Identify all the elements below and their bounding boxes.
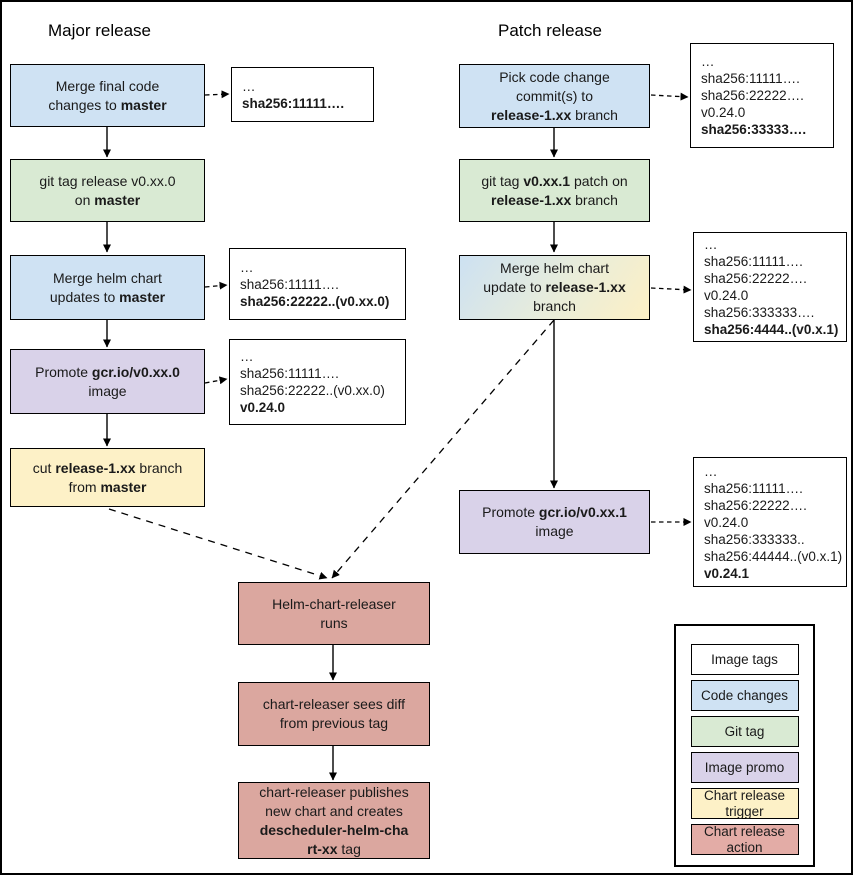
patch-step-git-tag-label: git tag v0.xx.1 patch on release-1.xx br… bbox=[481, 172, 628, 208]
major-step-git-tag: git tag release v0.xx.0 on master bbox=[10, 159, 205, 222]
legend-item-chart-release-action: Chart release action bbox=[690, 823, 799, 855]
major-step-cut-release-branch: cut release-1.xx branch from master bbox=[10, 448, 205, 507]
legend-item-code-changes-label: Code changes bbox=[700, 687, 789, 703]
patch-step-merge-helm-chart: Merge helm chart update to release-1.xx … bbox=[459, 255, 650, 320]
arrow-note-major-3 bbox=[204, 376, 228, 385]
pipeline-step-releaser-runs: Helm-chart-releaser runs bbox=[238, 582, 430, 645]
legend-item-git-tag-label: Git tag bbox=[724, 723, 765, 739]
legend-item-git-tag: Git tag bbox=[690, 716, 799, 747]
note-major-1: …sha256:11111…. bbox=[231, 67, 374, 122]
pipeline-step-publishes-chart-label: chart-releaser publishes new chart and c… bbox=[259, 783, 409, 857]
major-step-merge-helm-chart: Merge helm chart updates to master bbox=[10, 255, 205, 320]
major-step-git-tag-label: git tag release v0.xx.0 on master bbox=[39, 172, 176, 208]
pipeline-step-sees-diff: chart-releaser sees diff from previous t… bbox=[238, 682, 430, 746]
patch-step-pick-commits-label: Pick code change commit(s) to release-1.… bbox=[491, 68, 618, 123]
legend-item-chart-release-trigger-label: Chart release trigger bbox=[703, 787, 786, 819]
legend-item-image-promo-label: Image promo bbox=[704, 759, 785, 775]
arrow-note-major-2 bbox=[204, 281, 228, 290]
legend-item-code-changes: Code changes bbox=[690, 680, 799, 711]
note-major-3: …sha256:11111….sha256:22222..(v0.xx.0)v0… bbox=[229, 339, 406, 425]
arrow-trigger-from-cut-branch bbox=[108, 508, 328, 580]
pipeline-step-releaser-runs-label: Helm-chart-releaser runs bbox=[272, 595, 396, 631]
patch-step-promote-image: Promote gcr.io/v0.xx.1 image bbox=[459, 490, 650, 554]
note-major-1-lines: …sha256:11111…. bbox=[242, 78, 345, 111]
legend-item-image-tags: Image tags bbox=[690, 644, 799, 675]
patch-step-promote-image-label: Promote gcr.io/v0.xx.1 image bbox=[482, 504, 627, 539]
arrow-note-patch-2 bbox=[650, 285, 692, 294]
patch-release-title: Patch release bbox=[498, 21, 602, 40]
major-release-title: Major release bbox=[48, 21, 151, 40]
legend-item-chart-release-action-label: Chart release action bbox=[703, 823, 786, 855]
note-major-2: …sha256:11111….sha256:22222..(v0.xx.0) bbox=[229, 248, 406, 320]
arrow-note-major-1 bbox=[204, 90, 230, 99]
major-step-promote-image-label: Promote gcr.io/v0.xx.0 image bbox=[35, 363, 180, 399]
patch-step-pick-commits: Pick code change commit(s) to release-1.… bbox=[459, 64, 650, 128]
major-step-merge-final-code: Merge final code changes to master bbox=[10, 64, 205, 127]
major-step-cut-release-branch-label: cut release-1.xx branch from master bbox=[32, 459, 183, 495]
major-step-merge-final-code-label: Merge final code changes to master bbox=[48, 77, 167, 113]
legend-item-image-promo: Image promo bbox=[690, 752, 799, 783]
legend-item-image-tags-label: Image tags bbox=[711, 651, 778, 667]
legend-item-chart-release-trigger: Chart release trigger bbox=[690, 787, 799, 819]
patch-step-merge-helm-chart-label: Merge helm chart update to release-1.xx … bbox=[483, 260, 626, 314]
patch-step-git-tag: git tag v0.xx.1 patch on release-1.xx br… bbox=[459, 159, 650, 222]
arrow-note-patch-1 bbox=[650, 92, 689, 101]
note-major-2-lines: …sha256:11111….sha256:22222..(v0.xx.0) bbox=[240, 259, 390, 309]
note-major-3-lines: …sha256:11111….sha256:22222..(v0.xx.0)v0… bbox=[240, 349, 385, 415]
pipeline-step-sees-diff-label: chart-releaser sees diff from previous t… bbox=[262, 696, 406, 731]
major-step-promote-image: Promote gcr.io/v0.xx.0 image bbox=[10, 349, 205, 414]
legend: Image tags Code changes Git tag Image pr… bbox=[674, 624, 815, 867]
pipeline-step-publishes-chart: chart-releaser publishes new chart and c… bbox=[238, 782, 430, 859]
major-step-merge-helm-chart-label: Merge helm chart updates to master bbox=[49, 269, 166, 305]
